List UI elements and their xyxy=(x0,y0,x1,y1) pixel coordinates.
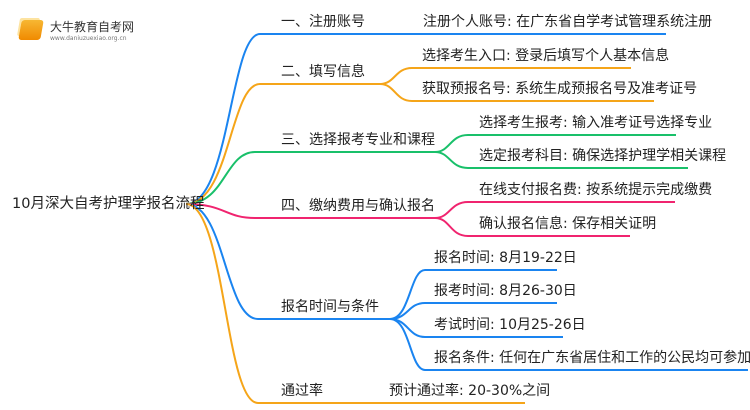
leaf-label: 考试时间: 10月25-26日 xyxy=(434,317,586,333)
connector-leaf-5-2 xyxy=(389,302,557,320)
leaf-label: 报名条件: 任何在广东省居住和工作的公民均可参加 xyxy=(434,350,750,366)
connector-leaf-5-4 xyxy=(389,318,748,371)
logo: 大牛教育自考网 www.daniuzuexiao.org.cn xyxy=(18,18,135,42)
connector-branch-3 xyxy=(185,151,435,205)
branch-label: 一、注册账号 xyxy=(281,14,365,30)
connector-branch-6 xyxy=(185,203,525,404)
leaf-label: 注册个人账号: 在广东省自学考试管理系统注册 xyxy=(423,14,713,30)
leaf-label: 选定报考科目: 确保选择护理学相关课程 xyxy=(479,148,727,164)
leaf-label: 选择考生入口: 登录后填写个人基本信息 xyxy=(422,48,670,64)
leaf-label: 在线支付报名费: 按系统提示完成缴费 xyxy=(479,182,713,198)
logo-name: 大牛教育自考网 xyxy=(50,20,135,34)
leaf-label: 确认报名信息: 保存相关证明 xyxy=(479,216,657,232)
connector-leaf-5-1 xyxy=(389,269,557,320)
connector-leaf-4-2 xyxy=(434,217,630,237)
leaf-label: 预计通过率: 20-30%之间 xyxy=(389,383,551,399)
root-topic: 10月深大自考护理学报名流程 xyxy=(12,196,205,212)
leaf-label: 获取预报名号: 系统生成预报名号及准考证号 xyxy=(422,81,698,97)
leaf-label: 报考时间: 8月26-30日 xyxy=(434,283,577,299)
logo-url: www.daniuzuexiao.org.cn xyxy=(50,35,127,42)
connector-leaf-2-2 xyxy=(379,83,654,102)
leaf-label: 选择考生报考: 输入准考证号选择专业 xyxy=(479,115,713,131)
connector-leaf-3-2 xyxy=(434,151,688,169)
connector-leaf-3-1 xyxy=(434,134,676,153)
branch-label: 四、缴纳费用与确认报名 xyxy=(281,198,435,214)
branch-label: 报名时间与条件 xyxy=(281,299,379,315)
connector-branch-5 xyxy=(185,203,390,320)
branch-label: 三、选择报考专业和课程 xyxy=(281,132,435,148)
connector-leaf-4-1 xyxy=(434,201,675,219)
leaf-label: 报名时间: 8月19-22日 xyxy=(434,250,577,266)
connector-branch-4 xyxy=(185,203,435,219)
connector-branch-1 xyxy=(185,33,666,205)
connector-branch-2 xyxy=(185,83,380,205)
branch-label: 通过率 xyxy=(281,383,323,399)
branch-label: 二、填写信息 xyxy=(281,64,365,80)
connector-leaf-2-1 xyxy=(379,67,631,85)
